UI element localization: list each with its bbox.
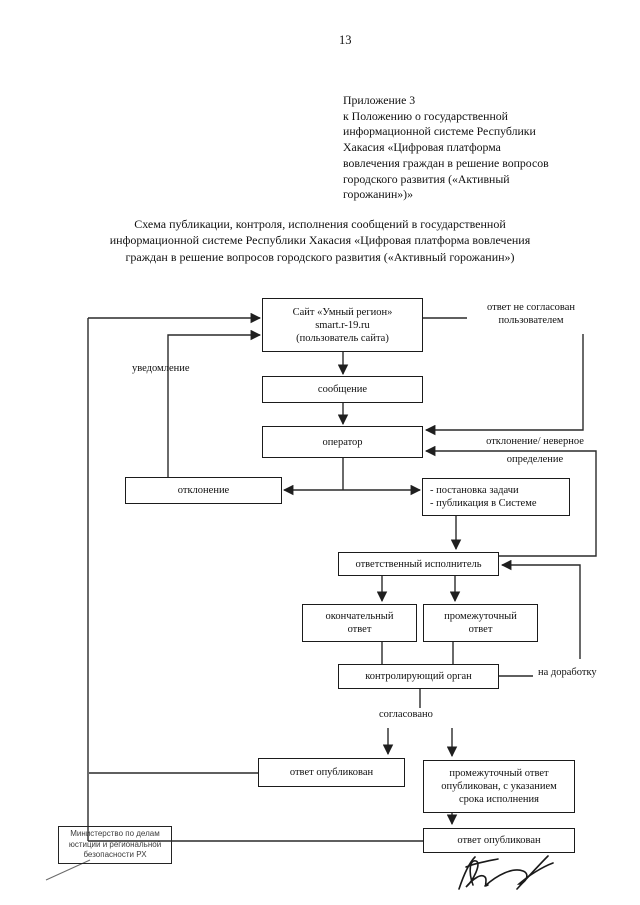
task-box-line: - публикация в Системе [430,498,537,509]
not-agreed-line: ответ не согласован [487,302,575,313]
ministry-stamp-line: безопасности РХ [83,850,147,860]
interim-published-box: промежуточный ответ опубликован, с указа… [423,760,575,813]
rejection-box: отклонение [125,477,282,504]
appendix-note: Приложение 3 к Положению о государственн… [343,93,603,203]
appendix-line: горожанин»)» [343,187,413,202]
final-answer-box: окончательный ответ [302,604,417,642]
appendix-line: Приложение 3 [343,93,416,107]
appendix-line: информационной системе Республики [343,124,536,139]
signature-scribble [458,855,554,890]
appendix-line: Хакасия «Цифровая платформа [343,140,501,155]
ministry-stamp-line: юстиции и региональной [68,839,162,849]
task-box: - постановка задачи - публикация в Систе… [422,478,570,516]
title-line: граждан в решение вопросов городского ра… [125,249,515,264]
rework-label: на доработку [538,667,597,678]
rejection-box-label: отклонение [177,485,230,496]
interim-answer-line: ответ [468,624,493,635]
message-box: сообщение [262,376,423,403]
answer-published-2-label: ответ опубликован [457,835,541,846]
task-box-line: - постановка задачи [430,485,519,496]
interim-published-line: промежуточный ответ [449,768,549,779]
final-answer-line: окончательный [325,611,394,622]
executor-box-label: ответственный исполнитель [355,558,482,570]
control-box: контролирующий орган [338,664,499,689]
site-box-line: Сайт «Умный регион» [292,306,393,318]
appendix-line: к Положению о государственной [343,108,508,123]
site-box: Сайт «Умный регион» smart.r-19.ru (польз… [262,298,423,352]
connector-notification-to-site [167,329,262,477]
appendix-line: вовлечения граждан в решение вопросов [343,155,549,170]
interim-answer-line: промежуточный [444,611,517,622]
operator-box-label: оператор [322,436,363,448]
message-box-label: сообщение [317,384,368,395]
answer-published-label: ответ опубликован [289,767,374,778]
title-line: информационной системе Республики Хакаси… [109,233,531,248]
rejection-wrong-label-1: отклонение/ неверное [486,436,584,447]
title-line: Схема публикации, контроля, исполнения с… [134,217,506,231]
page-number: 13 [339,33,352,47]
rejection-wrong-label-2: определение [506,454,564,465]
appendix-line: городского развития («Активный [343,171,510,186]
operator-box: оператор [262,426,423,458]
site-box-line: (пользователь сайта) [296,332,389,344]
not-agreed-line: пользователем [498,315,564,326]
answer-published-box: ответ опубликован [258,758,405,787]
interim-published-line: срока исполнения [459,794,539,805]
control-box-label: контролирующий орган [365,671,472,682]
ministry-stamp: Министерство по делам юстиции и регионал… [58,826,172,864]
executor-box: ответственный исполнитель [338,552,499,576]
final-answer-line: ответ [347,624,372,635]
not-agreed-label: ответ не согласован пользователем [468,301,594,327]
agreed-label: согласовано [379,709,433,720]
notification-label: уведомление [132,363,190,374]
ministry-stamp-line: Министерство по делам [70,829,160,839]
site-box-line: smart.r-19.ru [315,319,370,331]
connector-notagreed-to-operator [424,334,584,436]
interim-answer-box: промежуточный ответ [423,604,538,642]
schema-title: Схема публикации, контроля, исполнения с… [40,216,600,265]
interim-published-line: опубликован, с указанием [441,781,557,792]
answer-published-2-box: ответ опубликован [423,828,575,853]
